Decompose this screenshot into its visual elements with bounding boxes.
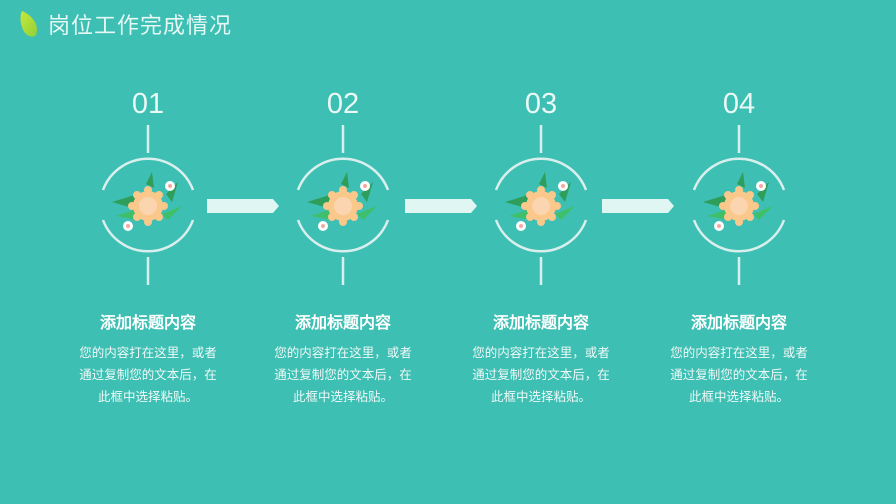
flower-ring-icon xyxy=(494,125,588,285)
step-3: 03 添加标题内容 您的内容打在这里，或者通过复制您的文本后，在此框中选择粘贴。 xyxy=(441,0,641,504)
step-4: 04 添加标题内容 您的内容打在这里，或者通过复制您的文本后，在此框中选择粘贴。 xyxy=(639,0,839,504)
step-title: 添加标题内容 xyxy=(294,313,391,332)
arrow-right-icon xyxy=(602,199,674,213)
step-2: 02 添加标题内容 您的内容打在这里，或者通过复制您的文本后，在此框中选择粘贴。 xyxy=(243,0,443,504)
step-description: 您的内容打在这里，或者通过复制您的文本后，在此框中选择粘贴。 xyxy=(274,345,412,404)
flower-ring-icon xyxy=(296,125,390,285)
step-description: 您的内容打在这里，或者通过复制您的文本后，在此框中选择粘贴。 xyxy=(79,345,217,404)
arrow-right-icon xyxy=(405,199,477,213)
step-title: 添加标题内容 xyxy=(690,313,787,332)
step-number: 03 xyxy=(524,88,558,120)
step-1: 01 添加标题内容 您的内容打在这里，或者通过复制您的文本后，在此框中选择粘贴。 xyxy=(48,0,248,504)
page-title: 岗位工作完成情况 xyxy=(48,14,233,39)
step-number: 02 xyxy=(326,88,360,120)
step-number: 04 xyxy=(722,88,756,120)
step-number: 01 xyxy=(131,88,165,120)
flower-ring-icon xyxy=(101,125,195,285)
step-title: 添加标题内容 xyxy=(492,313,589,332)
leaf-icon xyxy=(20,11,38,37)
step-title: 添加标题内容 xyxy=(99,313,196,332)
step-description: 您的内容打在这里，或者通过复制您的文本后，在此框中选择粘贴。 xyxy=(670,345,808,404)
header: 岗位工作完成情况 xyxy=(18,8,232,40)
arrow-right-icon xyxy=(207,199,279,213)
flower-ring-icon xyxy=(692,125,786,285)
step-description: 您的内容打在这里，或者通过复制您的文本后，在此框中选择粘贴。 xyxy=(472,345,610,404)
